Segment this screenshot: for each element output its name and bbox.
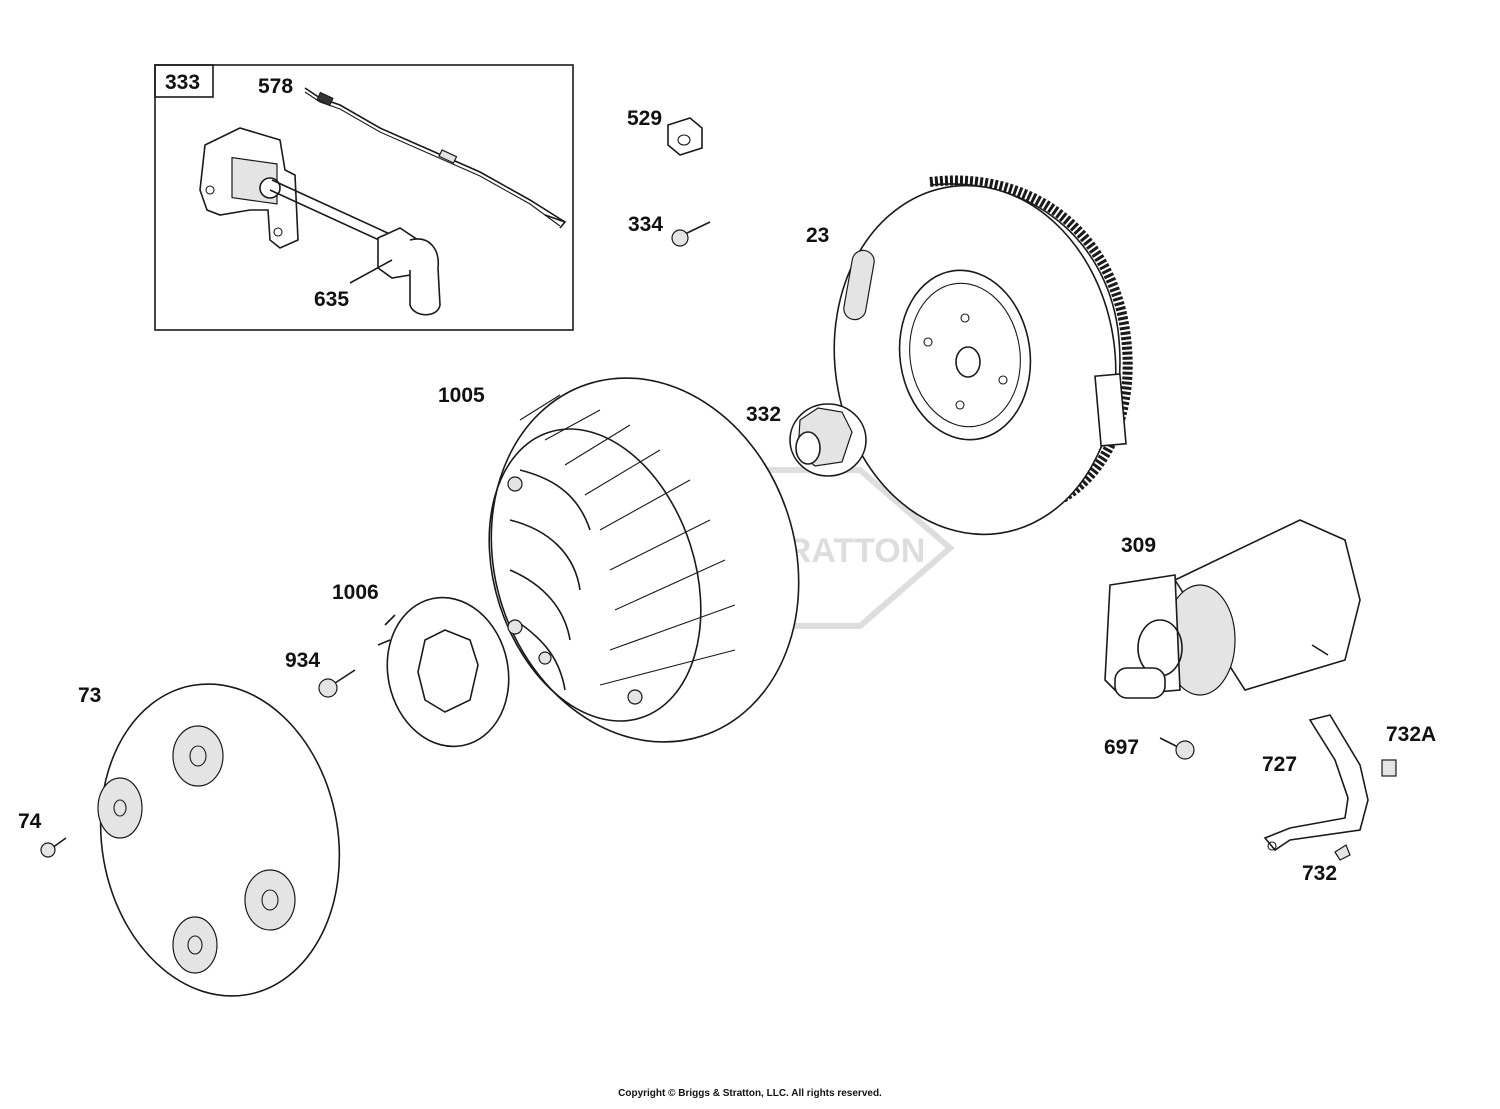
part-label-934: 934 bbox=[285, 649, 321, 672]
part-label-73: 73 bbox=[78, 684, 102, 707]
part-label-578: 578 bbox=[258, 75, 294, 98]
blower-cover-drawing bbox=[97, 683, 341, 997]
fan-screen-drawing bbox=[377, 596, 510, 748]
leader-lines bbox=[349, 259, 393, 284]
part-label-727: 727 bbox=[1262, 753, 1298, 776]
bolt-697-drawing bbox=[1159, 737, 1195, 760]
bolt-934-drawing bbox=[318, 669, 356, 698]
part-label-332: 332 bbox=[746, 403, 782, 426]
grommet-drawing bbox=[667, 117, 703, 156]
screw-334-drawing bbox=[671, 221, 711, 247]
starter-bracket-drawing bbox=[1263, 714, 1369, 852]
starter-motor-drawing bbox=[1104, 519, 1361, 699]
part-label-529: 529 bbox=[627, 107, 663, 130]
ignition-kit-box bbox=[154, 64, 574, 331]
part-label-23: 23 bbox=[806, 224, 830, 247]
ignition-armature-drawing bbox=[199, 127, 441, 316]
part-label-74: 74 bbox=[18, 810, 42, 833]
nut-732a-drawing bbox=[1381, 759, 1397, 777]
flywheel-nut-drawing bbox=[789, 403, 867, 477]
nut-732-drawing bbox=[1334, 844, 1351, 861]
part-label-1005: 1005 bbox=[438, 384, 485, 407]
part-label-309: 309 bbox=[1121, 534, 1157, 557]
ground-wire-drawing bbox=[304, 87, 567, 229]
part-label-1006: 1006 bbox=[332, 581, 379, 604]
copyright-notice: Copyright © Briggs & Stratton, LLC. All … bbox=[618, 1088, 882, 1099]
part-label-334: 334 bbox=[628, 213, 664, 236]
part-label-697: 697 bbox=[1104, 736, 1140, 759]
flywheel-drawing bbox=[833, 175, 1133, 536]
part-label-732A: 732A bbox=[1386, 723, 1437, 746]
part-label-635: 635 bbox=[314, 288, 350, 311]
cooling-fan-drawing bbox=[488, 377, 800, 743]
part-label-732: 732 bbox=[1302, 862, 1338, 885]
part-label-333: 333 bbox=[165, 71, 201, 94]
screw-74-drawing bbox=[40, 837, 67, 858]
